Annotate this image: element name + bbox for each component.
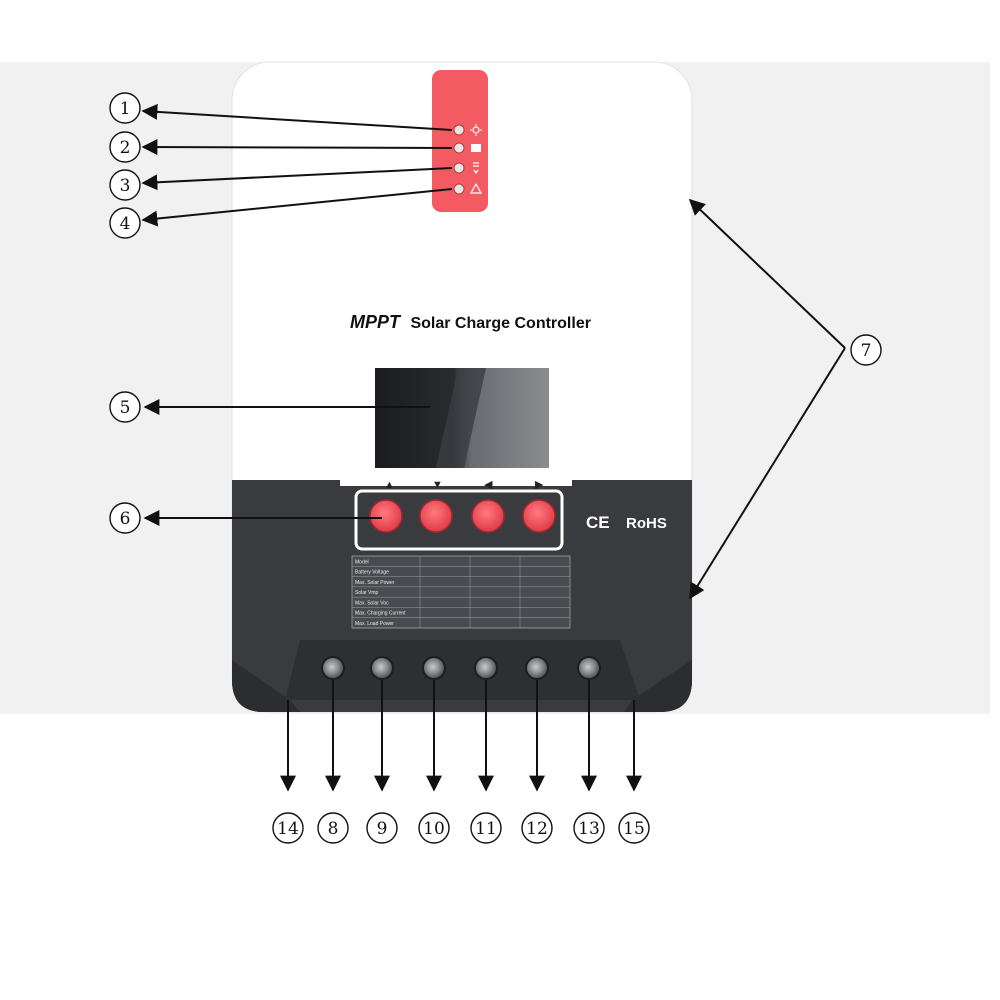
terminal-12[interactable] — [525, 656, 549, 680]
callout-12: 12 — [521, 812, 553, 844]
spec-row-label: Max. Solar Voc — [355, 600, 389, 606]
callout-4: 4 — [109, 207, 141, 239]
callout-10: 10 — [418, 812, 450, 844]
svg-text:7: 7 — [861, 341, 872, 361]
arrow-4 — [141, 188, 453, 227]
leader-arrows — [141, 103, 846, 792]
svg-text:5: 5 — [120, 398, 131, 418]
callout-labels: 1 2 3 4 5 6 7 14 8 9 10 11 12 13 15 — [109, 92, 882, 844]
callout-13: 13 — [573, 812, 605, 844]
spec-row-label: Solar Vmp — [355, 590, 379, 596]
terminal-9[interactable] — [370, 656, 394, 680]
ce-mark: CE — [586, 513, 610, 532]
arrow-7a — [688, 198, 846, 349]
up-button[interactable] — [369, 499, 403, 533]
callout-14: 14 — [272, 812, 304, 844]
svg-text:9: 9 — [377, 819, 388, 839]
right-button[interactable] — [522, 499, 556, 533]
arrow-2 — [141, 139, 453, 156]
callout-3: 3 — [109, 169, 141, 201]
callout-6: 6 — [109, 502, 141, 534]
sun-icon — [470, 124, 482, 136]
callout-2: 2 — [109, 131, 141, 163]
svg-text:14: 14 — [277, 819, 299, 839]
arrow-7b — [689, 347, 846, 600]
callout-11: 11 — [470, 812, 502, 844]
led-load — [453, 162, 479, 175]
spec-row-label: Max. Solar Power — [355, 580, 395, 586]
svg-text:3: 3 — [120, 176, 131, 196]
button-panel: ▲ ▼ ◀ ▶ — [354, 479, 564, 551]
terminals — [321, 656, 601, 680]
callout-7: 7 — [850, 334, 882, 366]
left-button[interactable] — [471, 499, 505, 533]
battery-icon — [471, 144, 481, 152]
arrow-up-icon: ▲ — [384, 479, 395, 491]
svg-text:1: 1 — [120, 99, 131, 119]
led-indicator-panel — [432, 70, 488, 212]
terminal-8[interactable] — [321, 656, 345, 680]
svg-text:4: 4 — [120, 214, 131, 234]
svg-text:8: 8 — [328, 819, 339, 839]
terminal-strip — [285, 640, 640, 700]
callout-1: 1 — [109, 92, 141, 124]
arrow-right-icon: ▶ — [535, 479, 544, 491]
lcd-screen — [375, 368, 549, 468]
spec-row-label: Battery Voltage — [355, 570, 389, 576]
svg-text:10: 10 — [423, 819, 445, 839]
svg-text:13: 13 — [578, 819, 600, 839]
load-icon — [473, 162, 479, 175]
svg-text:11: 11 — [475, 819, 497, 839]
spec-row-label: Max. Charging Current — [355, 611, 406, 617]
led-fault — [453, 182, 483, 195]
arrow-down-icon: ▼ — [432, 479, 443, 491]
arrow-1 — [141, 103, 453, 131]
callout-9: 9 — [366, 812, 398, 844]
svg-text:2: 2 — [120, 138, 131, 158]
terminal-13[interactable] — [577, 656, 601, 680]
led-pv — [453, 124, 482, 136]
down-button[interactable] — [419, 499, 453, 533]
arrow-3 — [141, 167, 453, 191]
device-title: MPPT Solar Charge Controller — [350, 312, 591, 332]
terminal-11[interactable] — [474, 656, 498, 680]
svg-text:15: 15 — [623, 819, 645, 839]
arrow-left-icon: ◀ — [484, 479, 493, 491]
spec-row-label: Model — [355, 559, 369, 565]
svg-text:6: 6 — [120, 509, 131, 529]
callout-5: 5 — [109, 391, 141, 423]
terminal-10[interactable] — [422, 656, 446, 680]
warning-icon — [469, 182, 483, 194]
led-battery — [453, 142, 481, 154]
callout-15: 15 — [618, 812, 650, 844]
callout-8: 8 — [317, 812, 349, 844]
spec-row-label: Max. Load Power — [355, 621, 394, 627]
svg-text:12: 12 — [526, 819, 548, 839]
rohs-mark: RoHS — [626, 515, 667, 532]
